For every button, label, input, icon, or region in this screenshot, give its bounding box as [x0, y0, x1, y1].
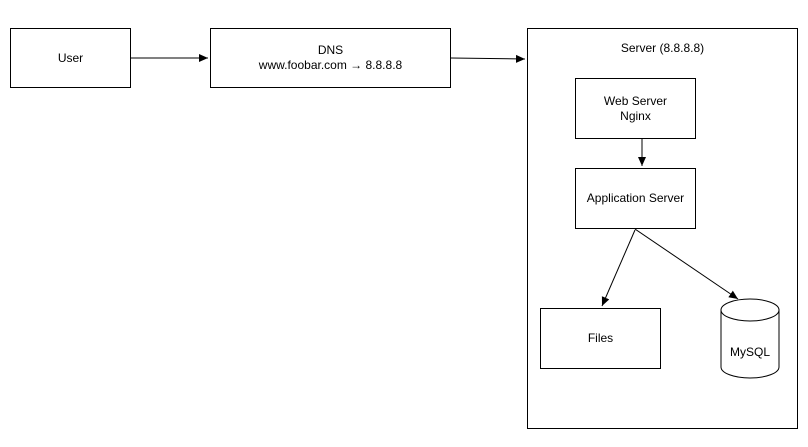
web-server-label: Web Server — [603, 93, 668, 108]
dns-mapping: www.foobar.com → 8.8.8.8 — [258, 58, 403, 72]
dns-node: DNS www.foobar.com → 8.8.8.8 — [210, 28, 451, 88]
mysql-label: MySQL — [729, 345, 770, 359]
web-server-node: Web Server Nginx — [575, 78, 696, 139]
files-label: Files — [587, 331, 614, 345]
application-server-node: Application Server — [575, 168, 696, 229]
edge-dns-to-server — [450, 54, 526, 63]
web-server-software: Nginx — [620, 108, 651, 123]
user-node: User — [10, 28, 131, 88]
application-server-label: Application Server — [586, 191, 685, 205]
files-node: Files — [540, 308, 661, 369]
user-label: User — [57, 50, 84, 65]
server-title: Server (8.8.8.8) — [620, 41, 705, 55]
dns-title: DNS — [317, 43, 344, 57]
